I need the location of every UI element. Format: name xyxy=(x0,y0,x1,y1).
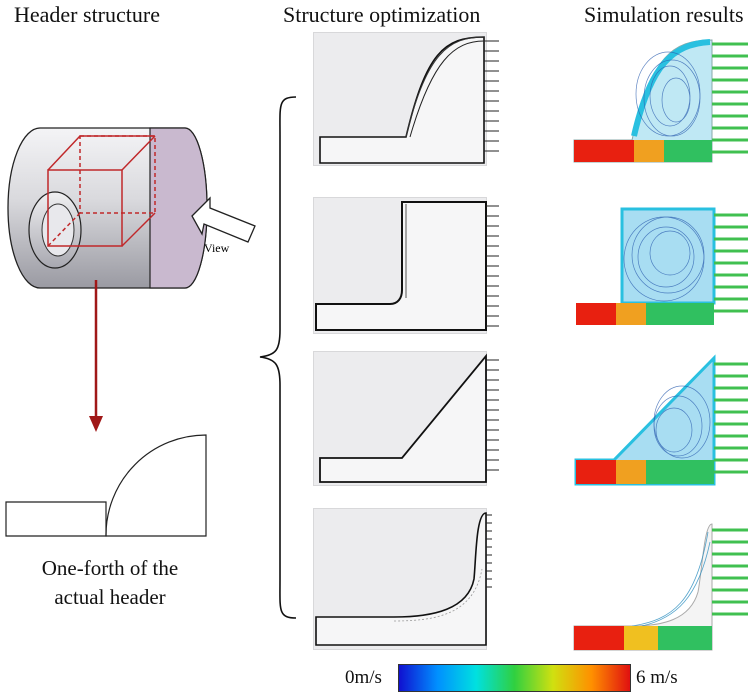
outlet-tubes xyxy=(484,40,499,152)
view-label: View xyxy=(204,241,230,255)
colorbar-max-label: 6 m/s xyxy=(636,667,678,688)
curly-brace xyxy=(259,96,297,619)
design-panel-curved xyxy=(313,32,499,166)
simulation-right-angle xyxy=(576,207,748,325)
caption-line-1: One-forth of the xyxy=(41,556,179,580)
colorbar-min-label: 0m/s xyxy=(345,667,382,688)
simulation-inclined xyxy=(574,354,748,486)
quarter-header-profile xyxy=(5,434,207,537)
design-panel-inclined xyxy=(313,351,499,486)
cut-face xyxy=(149,127,208,289)
caption-line-2: actual header xyxy=(54,585,166,609)
design-panel-concave xyxy=(313,508,492,650)
view-arrow-icon xyxy=(191,196,256,243)
down-arrow-icon xyxy=(89,280,103,432)
simulation-results-title: Simulation results xyxy=(584,2,744,27)
design-panel-right-angle xyxy=(313,197,499,334)
header-3d-illustration: View xyxy=(7,127,256,289)
inlet-pipe-bore xyxy=(41,203,75,257)
outlet-tubes xyxy=(486,514,492,588)
header-structure-title: Header structure xyxy=(14,2,160,27)
cube-outline xyxy=(47,135,156,247)
outlet-tubes xyxy=(486,359,499,471)
simulation-curved xyxy=(573,39,748,163)
outlet-tubes xyxy=(486,205,499,327)
simulation-concave xyxy=(573,523,748,651)
velocity-colorbar xyxy=(398,664,631,692)
structure-optimization-title: Structure optimization xyxy=(283,2,481,27)
